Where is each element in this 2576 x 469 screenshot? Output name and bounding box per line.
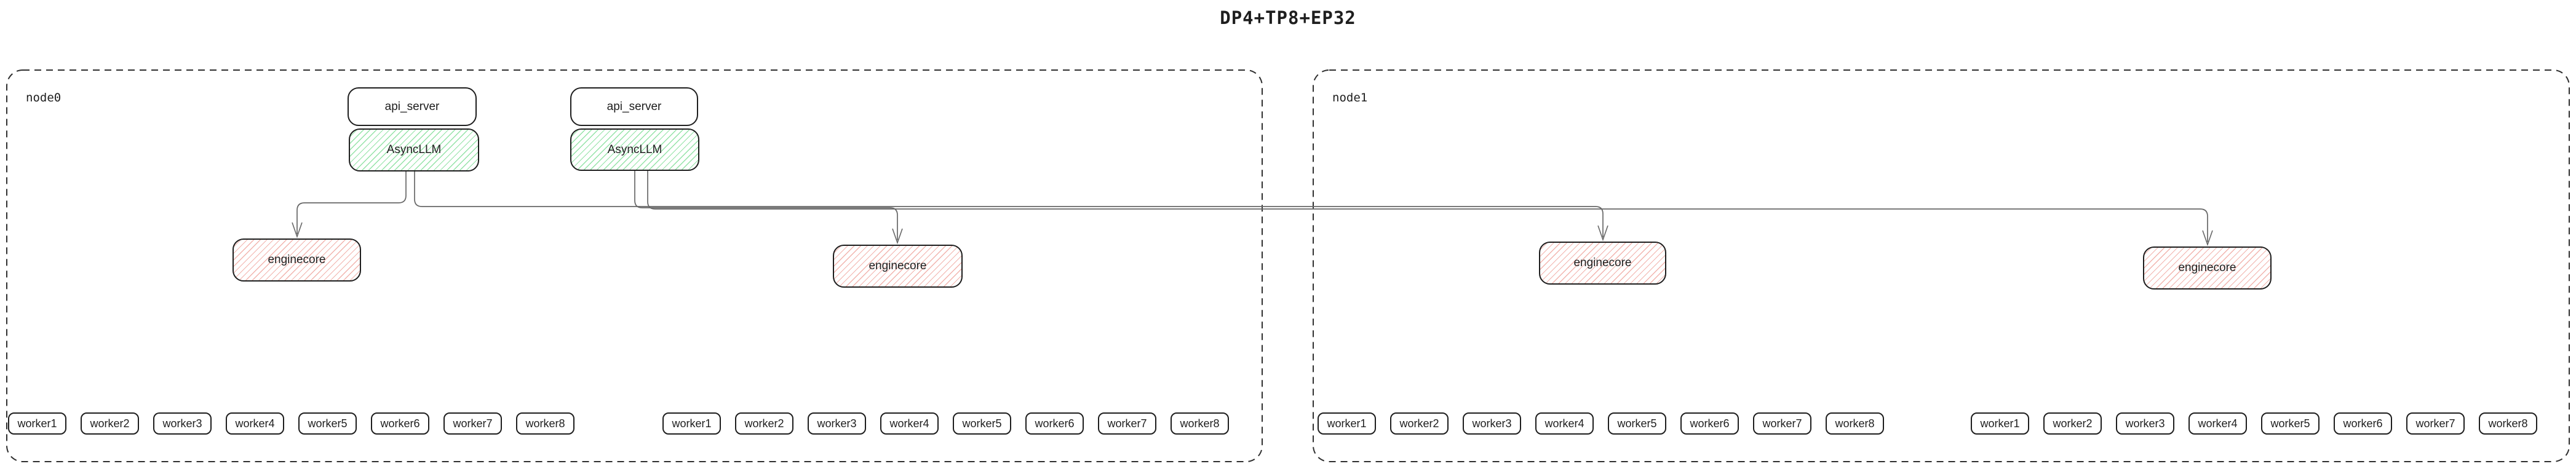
edge-asyncllm1-enginecore3 [414, 171, 1604, 237]
node0-worker-group-2: worker1 worker2 worker3 worker4 worker5 worke… [662, 412, 1229, 435]
worker-box: worker7 [443, 412, 502, 435]
worker-box: worker2 [2043, 412, 2102, 435]
worker-box: worker6 [371, 412, 429, 435]
arrowhead [292, 222, 303, 238]
edge-asyncllm2-enginecore4 [647, 171, 2208, 242]
worker-box: worker8 [1826, 412, 1884, 435]
api-server-box-1: api_server [348, 87, 477, 126]
enginecore-box-3: enginecore [1539, 242, 1666, 285]
asyncllm-box-1: AsyncLLM [349, 128, 479, 171]
arrowhead [2202, 230, 2213, 246]
asyncllm-box-2: AsyncLLM [570, 128, 699, 171]
worker-box: worker6 [1680, 412, 1739, 435]
worker-box: worker3 [1463, 412, 1521, 435]
worker-box: worker1 [1318, 412, 1376, 435]
node1-worker-group-1: worker1 worker2 worker3 worker4 worker5 worke… [1318, 412, 1884, 435]
enginecore-box-1: enginecore [233, 238, 361, 282]
node0-label: node0 [26, 91, 62, 104]
worker-box: worker1 [1971, 412, 2029, 435]
worker-box: worker2 [1390, 412, 1449, 435]
worker-box: worker3 [153, 412, 212, 435]
worker-box: worker3 [808, 412, 866, 435]
edge-asyncllm2-enginecore2 [634, 171, 898, 240]
worker-box: worker7 [1753, 412, 1811, 435]
worker-box: worker4 [2188, 412, 2247, 435]
worker-box: worker8 [516, 412, 574, 435]
node0-worker-group-1: worker1 worker2 worker3 worker4 worker5 worke… [8, 412, 574, 435]
worker-box: worker1 [8, 412, 66, 435]
node1-worker-group-2: worker1 worker2 worker3 worker4 worker5 worke… [1971, 412, 2537, 435]
worker-box: worker5 [298, 412, 357, 435]
worker-box: worker7 [1098, 412, 1156, 435]
arrowhead [892, 228, 903, 245]
worker-box: worker4 [880, 412, 939, 435]
edge-asyncllm1-enginecore1 [296, 171, 407, 234]
worker-box: worker8 [2479, 412, 2537, 435]
worker-box: worker1 [662, 412, 721, 435]
worker-box: worker6 [1025, 412, 1084, 435]
worker-box: worker8 [1171, 412, 1229, 435]
worker-box: worker4 [226, 412, 284, 435]
node1-border [1313, 69, 2570, 462]
worker-box: worker2 [735, 412, 793, 435]
worker-box: worker2 [81, 412, 139, 435]
worker-box: worker5 [953, 412, 1011, 435]
api-server-box-2: api_server [570, 87, 698, 126]
worker-box: worker5 [2261, 412, 2320, 435]
worker-box: worker3 [2116, 412, 2174, 435]
worker-box: worker5 [1608, 412, 1666, 435]
arrowhead [1597, 225, 1608, 242]
enginecore-box-2: enginecore [833, 245, 963, 288]
node1-label: node1 [1332, 91, 1368, 104]
diagram-title: DP4+TP8+EP32 [1220, 7, 1356, 28]
worker-box: worker4 [1535, 412, 1594, 435]
worker-box: worker6 [2334, 412, 2392, 435]
worker-box: worker7 [2406, 412, 2465, 435]
enginecore-box-4: enginecore [2143, 246, 2272, 290]
